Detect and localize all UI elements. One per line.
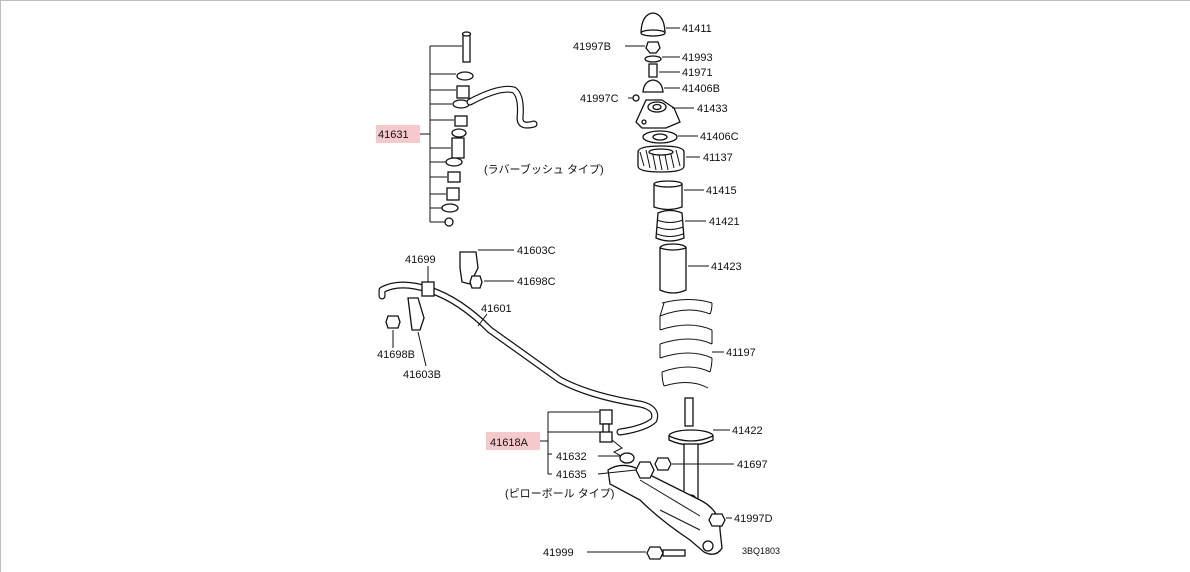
label-41415[interactable]: 41415 (706, 185, 737, 197)
label-41997D[interactable]: 41997D (734, 513, 773, 525)
stabilizer-end-part (466, 85, 538, 129)
nut-part (645, 41, 661, 54)
bracket-bolt-lower-part (385, 315, 401, 329)
label-41603B[interactable]: 41603B (403, 369, 441, 381)
lower-arm-part (607, 461, 723, 555)
label-41406B[interactable]: 41406B (682, 83, 720, 95)
label-41421[interactable]: 41421 (709, 216, 740, 228)
strut-mount-part (635, 99, 681, 129)
bar-bushing-part (421, 281, 435, 297)
label-41698B[interactable]: 41698B (377, 349, 415, 361)
label-41601[interactable]: 41601 (481, 303, 512, 315)
note-pillow-ball-type: (ピローボール タイプ) (505, 487, 614, 500)
small-nut-part (632, 94, 640, 102)
label-41422[interactable]: 41422 (732, 425, 763, 437)
label-41635[interactable]: 41635 (556, 469, 587, 481)
label-41993[interactable]: 41993 (682, 52, 713, 64)
bracket-bolt-upper-part (469, 275, 483, 289)
bracket-lower-part (407, 297, 425, 331)
highlight-41631 (376, 125, 420, 143)
label-41631[interactable]: 41631 (378, 129, 409, 141)
strut-cap-part (640, 12, 666, 37)
bushing-part (648, 63, 658, 78)
coil-spring-part (659, 299, 713, 389)
stabilizer-bar-part (378, 281, 659, 436)
label-41971[interactable]: 41971 (682, 67, 713, 79)
label-41632[interactable]: 41632 (556, 451, 587, 463)
bearing-part (637, 145, 685, 173)
dust-boot-part (659, 243, 687, 294)
shock-absorber-part (668, 397, 714, 506)
spring-seat-part (653, 180, 683, 211)
leader-41618A (547, 411, 637, 475)
note-rubber-bushing-type: (ラバーブッシュ タイプ) (484, 162, 604, 176)
label-41423[interactable]: 41423 (711, 261, 742, 273)
label-41433[interactable]: 41433 (697, 103, 728, 115)
label-41411[interactable]: 41411 (682, 23, 712, 35)
label-41618A[interactable]: 41618A (490, 437, 529, 449)
label-41699[interactable]: 41699 (405, 254, 436, 266)
arm-bolt-part (646, 546, 686, 560)
diagram-code: 3BQ1803 (742, 546, 780, 556)
washer-part (644, 55, 662, 63)
label-41197[interactable]: 41197 (726, 347, 756, 359)
label-41999[interactable]: 41999 (543, 547, 574, 559)
label-41406C[interactable]: 41406C (700, 131, 739, 143)
lower-rubber-part (642, 130, 678, 144)
label-41997C[interactable]: 41997C (580, 93, 619, 105)
upper-rubber-part (642, 79, 664, 93)
label-41137[interactable]: 41137 (703, 152, 733, 164)
link-nut-part (654, 457, 672, 471)
label-41698C[interactable]: 41698C (517, 276, 556, 288)
pillow-ball-link-part (599, 409, 635, 464)
highlight-41618A (486, 432, 540, 450)
arm-nut-part (708, 513, 726, 527)
label-41997B[interactable]: 41997B (573, 41, 611, 53)
label-41697[interactable]: 41697 (737, 459, 768, 471)
link-stack-part (441, 31, 474, 227)
bump-stopper-part (655, 209, 685, 242)
label-41603C[interactable]: 41603C (517, 245, 556, 257)
